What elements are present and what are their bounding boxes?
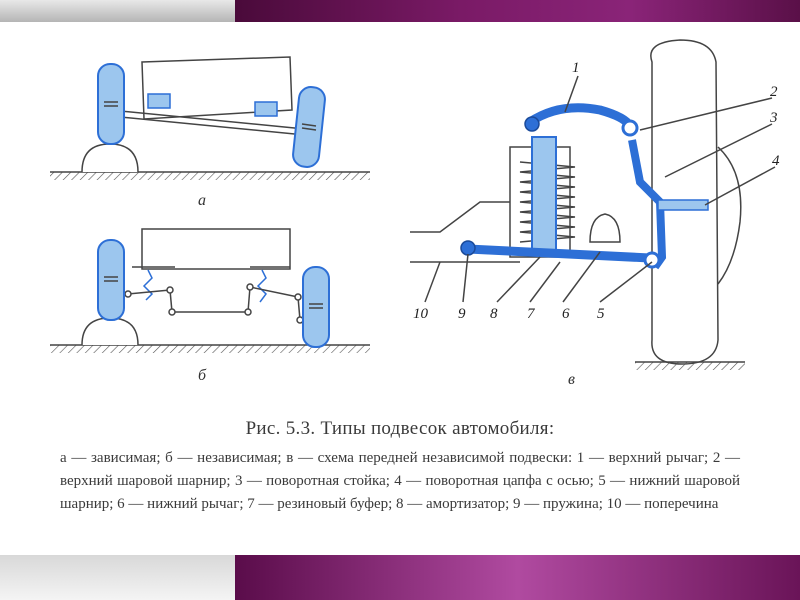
panel-a-label: а — [198, 192, 206, 209]
top-bar-purple-segment — [235, 0, 800, 22]
suspension-figure: а б — [50, 39, 780, 388]
panel-b-label: б — [198, 367, 207, 384]
panel-a-diagram — [50, 56, 370, 180]
callout-7: 7 — [527, 306, 536, 322]
callout-2: 2 — [770, 84, 778, 100]
callout-8: 8 — [490, 306, 498, 322]
callout-9: 9 — [458, 306, 466, 322]
callout-3: 3 — [769, 110, 778, 126]
callout-1: 1 — [572, 60, 580, 76]
slide-bottom-bar — [0, 555, 800, 600]
callout-10: 10 — [413, 306, 429, 322]
bottom-bar-grey-segment — [0, 555, 235, 600]
panel-v-diagram — [410, 39, 776, 370]
slide-top-bar — [0, 0, 800, 22]
panel-b-diagram — [50, 228, 370, 353]
bottom-bar-purple-segment — [235, 555, 800, 600]
panel-v-label: в — [568, 371, 575, 388]
callout-6: 6 — [562, 306, 570, 322]
callout-5: 5 — [597, 306, 605, 322]
top-bar-grey-segment — [0, 0, 235, 22]
figure-caption-body: а — зависимая; б — независимая; в — схем… — [60, 450, 740, 512]
callout-4: 4 — [772, 153, 780, 169]
figure-caption-title: Рис. 5.3. Типы подвесок автомобиля: — [245, 418, 555, 439]
